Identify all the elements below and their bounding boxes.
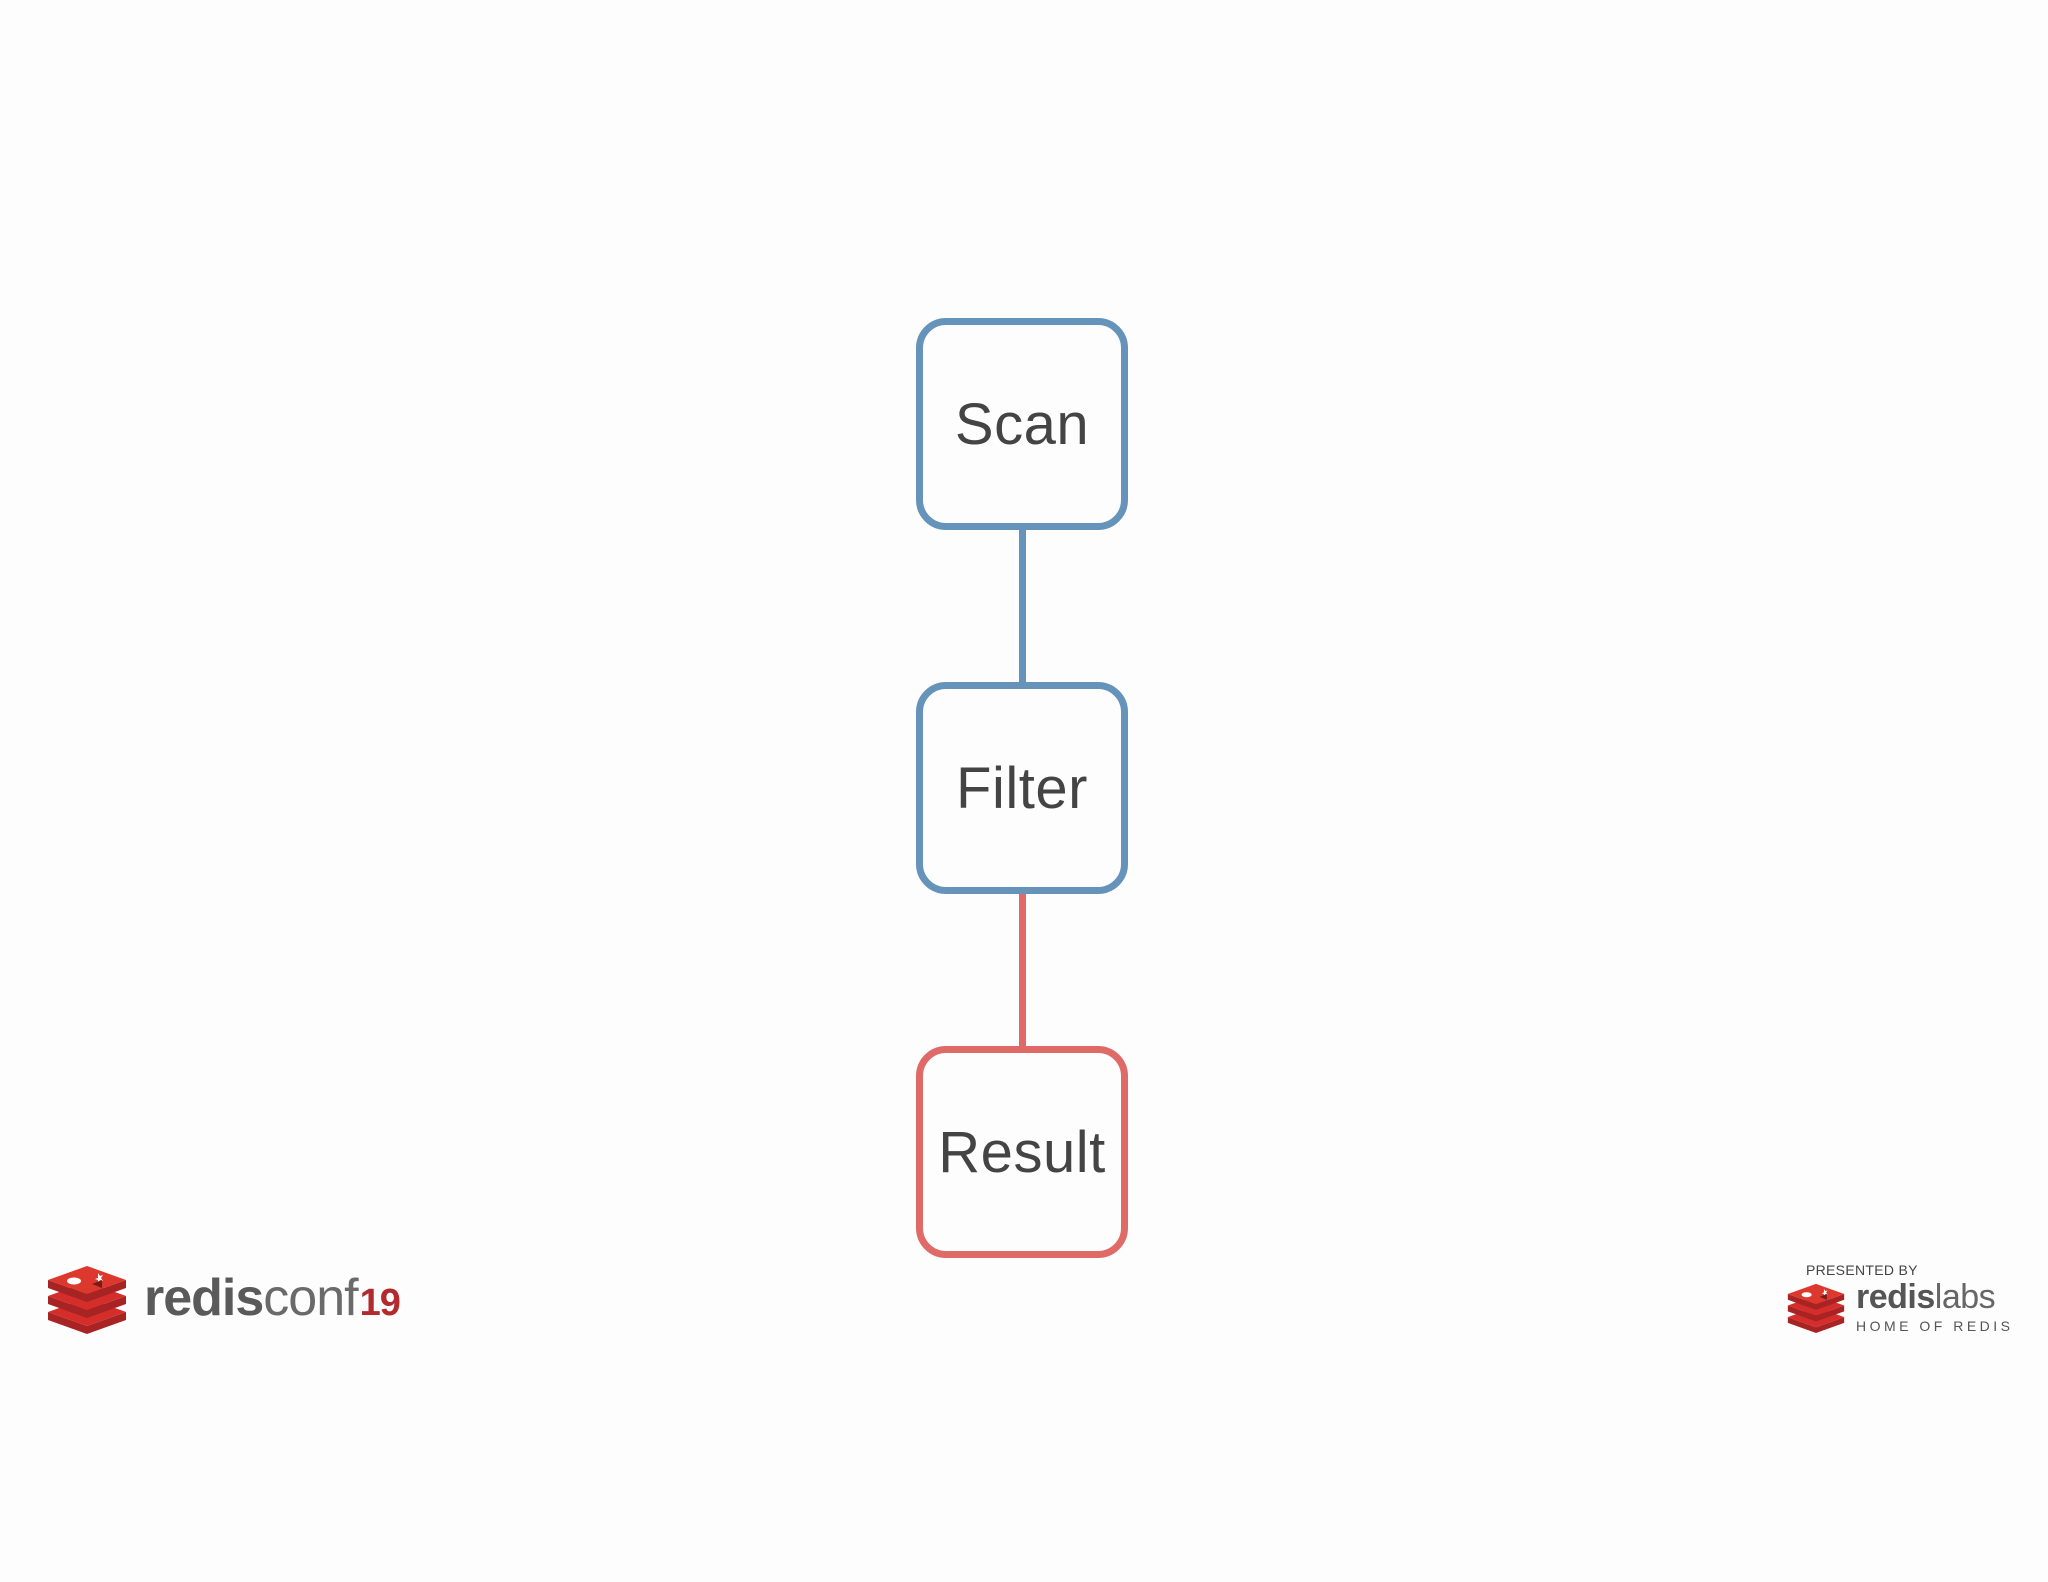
redislabs-word-redis: redis [1856,1278,1935,1316]
filter-to-result-edge [1019,894,1026,1046]
redislabs-logo: PRESENTED BY redislabs HOME OF REDIS [1786,1262,2014,1334]
redisconf-word-redis: redis [144,1269,264,1327]
result-node-label: Result [938,1119,1106,1185]
redis-cube-stack-icon [48,1266,126,1334]
redislabs-word-labs: labs [1934,1278,1996,1316]
filter-node: Filter [916,682,1128,894]
redislabs-tagline: HOME OF REDIS [1856,1318,2014,1334]
presented-by-label: PRESENTED BY [1806,1262,1918,1278]
redisconf-word-conf: conf [263,1269,358,1327]
redis-cube-stack-icon [1787,1283,1845,1333]
scan-node-label: Scan [954,391,1090,457]
scan-to-filter-edge [1019,530,1026,682]
filter-node-label: Filter [956,755,1088,821]
redisconf-wordmark: redisconf19 [144,1269,401,1327]
redislabs-wordmark: redislabs [1856,1280,2014,1314]
scan-node: Scan [916,318,1128,530]
redisconf-year: 19 [359,1282,401,1324]
redisconf-logo: redisconf19 [46,1262,401,1334]
result-node: Result [916,1046,1128,1258]
